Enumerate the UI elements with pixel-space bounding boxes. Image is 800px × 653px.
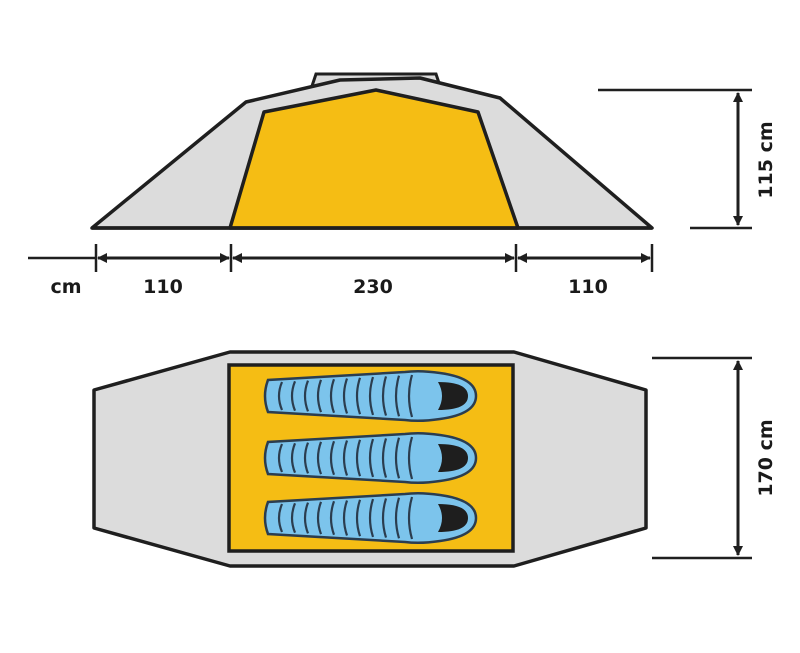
sleeping-bag-rib <box>381 438 388 478</box>
side-inner-tent <box>228 88 520 230</box>
sleeping-bag-rib <box>316 501 323 535</box>
sleeping-bag-rib <box>407 496 414 540</box>
sleeping-bag-rib <box>342 378 349 414</box>
height-label: 115 cm <box>755 121 777 198</box>
sleeping-bag-rib <box>277 381 284 411</box>
sleeping-bags <box>263 369 478 545</box>
sleeping-bag-hood <box>438 504 468 532</box>
segment-label-middle: 230 <box>353 276 393 298</box>
sleeping-bag-rib <box>355 439 362 477</box>
sleeping-bag-rib <box>329 440 336 476</box>
sleeping-bag <box>263 491 478 545</box>
sleeping-bag-rib <box>290 442 297 474</box>
sleeping-bag-rib <box>407 374 414 418</box>
sleeping-bag-rib <box>355 499 362 537</box>
sleeping-bag-rib <box>316 379 323 413</box>
unit-label: cm <box>50 276 81 298</box>
sleeping-bag-rib <box>277 503 284 533</box>
sleeping-bag-rib <box>316 441 323 475</box>
sleeping-bag-rib <box>303 380 310 412</box>
sleeping-bag-rib <box>303 442 310 474</box>
side-horizontal-dimensions: cm 110 230 110 <box>28 244 654 298</box>
sleeping-bag-rib <box>394 497 401 539</box>
sleeping-bag-rib <box>329 500 336 536</box>
sleeping-bag-rib <box>368 438 375 478</box>
sleeping-bag-rib <box>381 498 388 538</box>
sleeping-bag-rib <box>407 436 414 480</box>
sleeping-bag <box>263 369 478 423</box>
sleeping-bag-rib <box>342 500 349 536</box>
sleeping-bag-rib <box>329 378 336 414</box>
sleeping-bag-rib <box>290 502 297 534</box>
top-view <box>92 350 648 568</box>
sleeping-bag-rib <box>355 377 362 415</box>
sleeping-bag <box>263 431 478 485</box>
top-width-dimension: 170 cm <box>652 356 777 560</box>
sleeping-bag-rib <box>368 498 375 538</box>
sleeping-bag-hood <box>438 444 468 472</box>
sleeping-bag-rib <box>342 440 349 476</box>
sleeping-bag-rib <box>303 502 310 534</box>
width-label: 170 cm <box>755 419 777 496</box>
side-height-dimension: 115 cm <box>598 88 777 230</box>
segment-label-right: 110 <box>568 276 608 298</box>
sleeping-bag-rib <box>277 443 284 473</box>
sleeping-bag-rib <box>368 376 375 416</box>
sleeping-bag-rib <box>394 437 401 479</box>
segment-label-left: 110 <box>143 276 183 298</box>
sleeping-bag-rib <box>381 376 388 416</box>
sleeping-bag-hood <box>438 382 468 410</box>
side-view <box>90 72 654 230</box>
sleeping-bag-rib <box>394 375 401 417</box>
sleeping-bag-rib <box>290 380 297 412</box>
